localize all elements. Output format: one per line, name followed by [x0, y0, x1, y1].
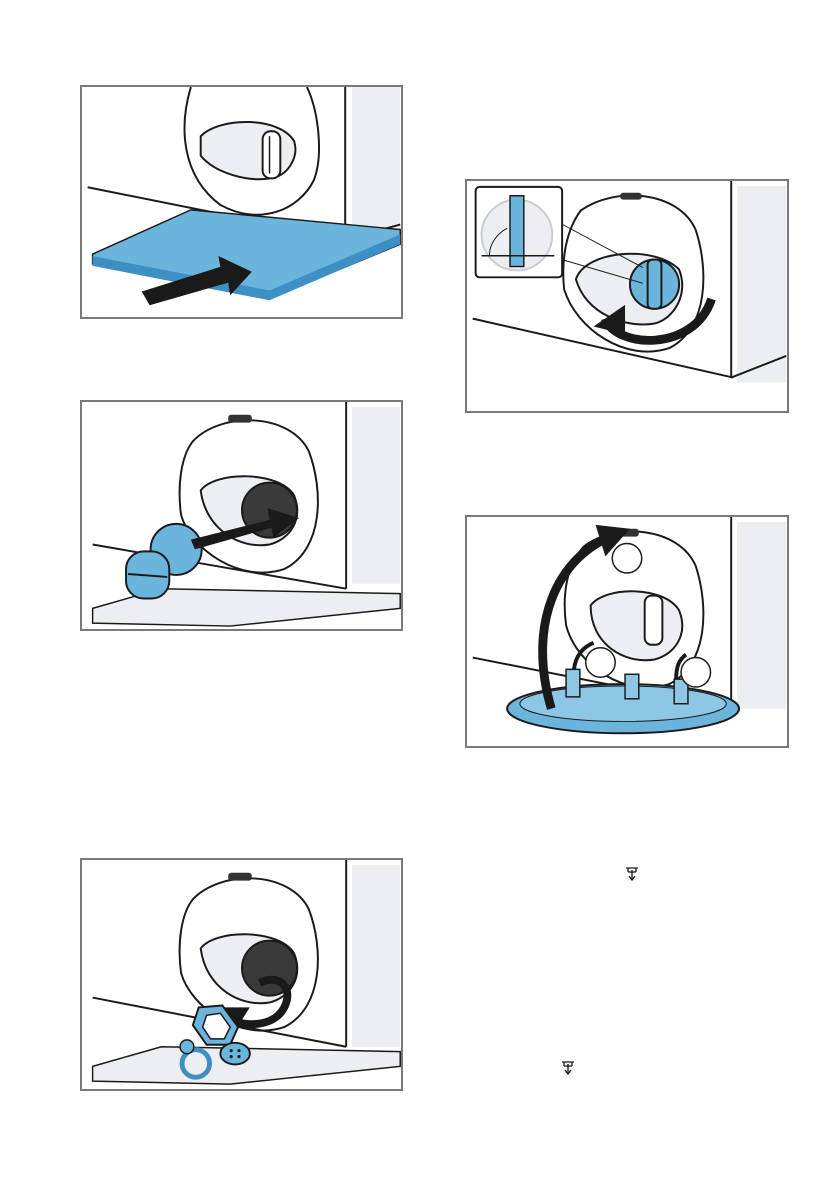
step-marker-1	[612, 544, 641, 573]
step-marker-3	[681, 658, 710, 687]
figure-turn-cap	[465, 179, 789, 413]
figure-insert-tray	[80, 85, 403, 319]
figure-refit-cover	[465, 515, 789, 748]
foreign-objects-illustration	[82, 860, 401, 1089]
tray-illustration	[82, 87, 401, 317]
drain-pump-symbol-icon	[561, 1060, 575, 1076]
turn-cap-illustration	[467, 181, 787, 411]
remove-cap-illustration	[82, 402, 401, 629]
figure-foreign-objects	[80, 858, 403, 1091]
refit-cover-illustration	[467, 517, 787, 746]
figure-remove-cap	[80, 400, 403, 631]
step-marker-2	[586, 648, 615, 677]
button-icon	[220, 1043, 249, 1065]
drain-pump-symbol-icon	[625, 866, 639, 882]
